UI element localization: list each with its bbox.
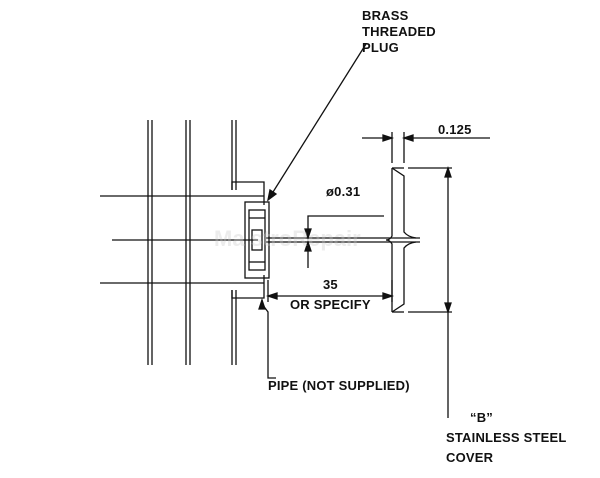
- leader-lines: [258, 43, 367, 379]
- length-value-label: 35: [323, 277, 338, 292]
- cover-ref-label: “B”: [470, 410, 493, 425]
- diameter-label: ø0.31: [326, 184, 361, 199]
- stainless-cover: [385, 167, 417, 313]
- dim-length: [265, 280, 395, 302]
- brass-plug: [244, 201, 276, 279]
- thickness-label: 0.125: [438, 122, 472, 137]
- pipe-branch-lines: [100, 195, 258, 284]
- pipe-label: PIPE (NOT SUPPLIED): [268, 378, 410, 393]
- plug-label: BRASS THREADED PLUG: [362, 8, 436, 55]
- dim-thickness: [362, 132, 490, 163]
- length-note-label: OR SPECIFY: [290, 297, 371, 312]
- cover-line1-label: STAINLESS STEEL: [446, 430, 567, 445]
- pipe-body: [147, 120, 237, 365]
- dim-cover-height: [408, 165, 452, 418]
- watermark: Ma stroRepair: [214, 226, 361, 251]
- dim-diameter: [304, 215, 384, 268]
- cover-line2-label: COVER: [446, 450, 494, 465]
- fitting-socket: [231, 181, 265, 299]
